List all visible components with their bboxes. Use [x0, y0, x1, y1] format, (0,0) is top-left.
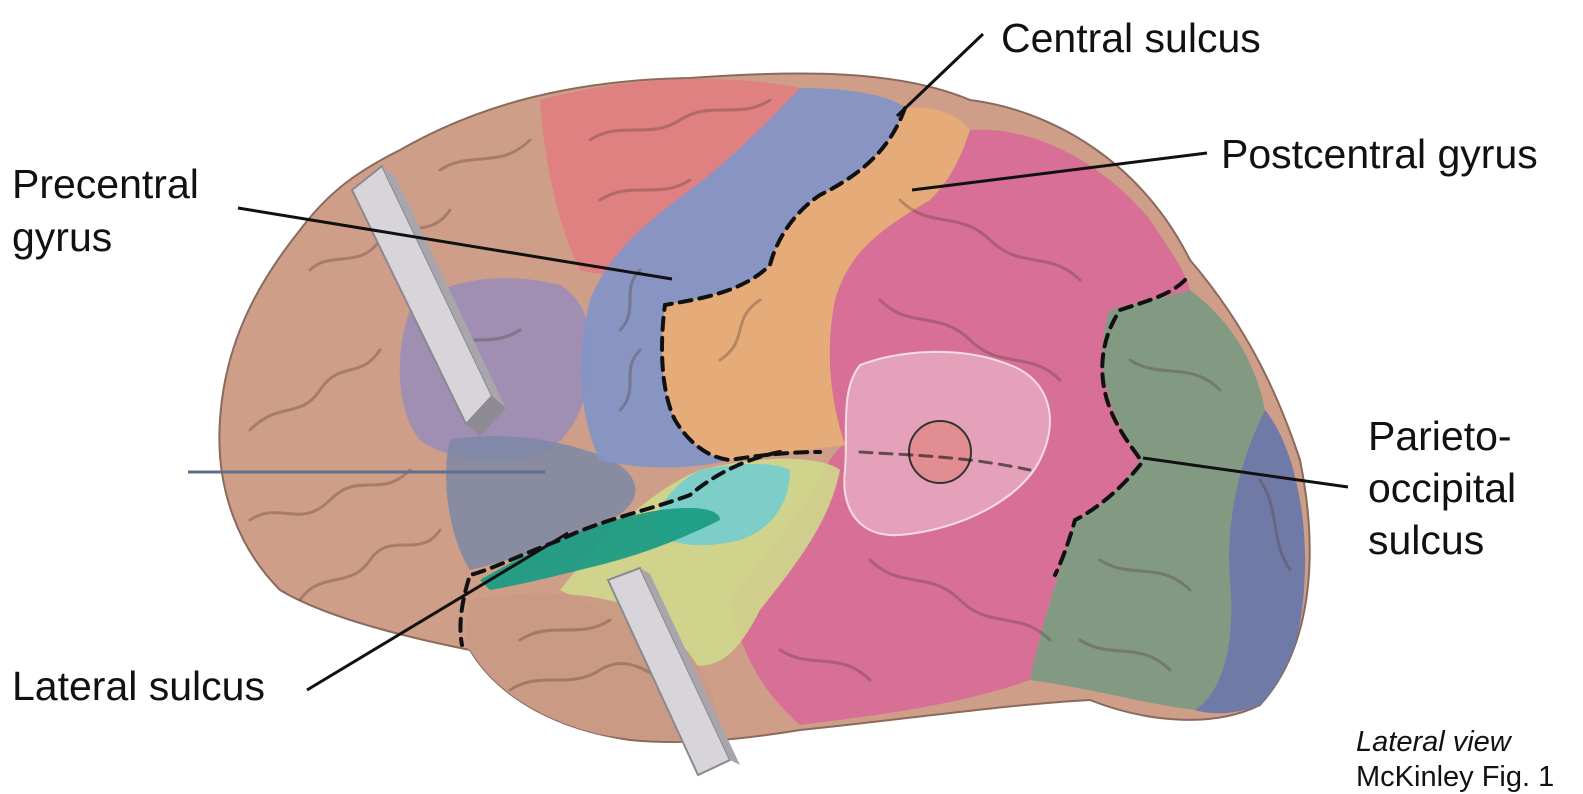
parieto-occipital-label-line1: Parieto-	[1368, 413, 1512, 459]
view-caption: Lateral view	[1356, 726, 1511, 758]
parieto-occipital-sulcus-line	[1053, 278, 1187, 577]
precentral-gyrus-leader	[237, 206, 673, 281]
parieto-occipital-label-line2: occipital	[1368, 465, 1517, 511]
parieto-occipital-label-line3: sulcus	[1368, 517, 1485, 563]
postcentral-gyrus-leader	[911, 151, 1208, 192]
insula-teal-strip	[480, 508, 720, 590]
precentral-gyrus-region	[581, 88, 905, 468]
parieto-occipital-leader	[1142, 456, 1349, 489]
inferior-frontal-region	[446, 435, 636, 570]
central-sulcus-line	[660, 106, 907, 463]
occipital-pole-blue	[1195, 410, 1305, 714]
postcentral-gyrus-region	[662, 107, 970, 460]
precentral-gyrus-label-line2: gyrus	[12, 214, 113, 260]
occipital-lobe-green	[1030, 290, 1265, 710]
postcentral-gyrus-label: Postcentral gyrus	[1221, 131, 1538, 177]
precentral-gyrus-label-line1: Precentral	[12, 161, 199, 207]
leader-lines	[237, 32, 1349, 692]
lateral-sulcus-label: Lateral sulcus	[12, 663, 265, 709]
inner-dashed-line	[858, 450, 1032, 472]
sulcus-boundaries	[458, 106, 1187, 647]
central-sulcus-label: Central sulcus	[1001, 15, 1261, 61]
prefrontal-region	[540, 78, 800, 274]
central-sulcus-leader	[895, 32, 985, 118]
retractor-lower-icon	[606, 566, 740, 777]
lateral-sulcus-line	[458, 450, 782, 647]
lateral-sulcus-leader	[306, 531, 569, 692]
retractor-upper-icon	[350, 164, 506, 436]
source-caption: McKinley Fig. 1	[1356, 761, 1555, 793]
supramarginal-overlay	[843, 350, 1051, 537]
